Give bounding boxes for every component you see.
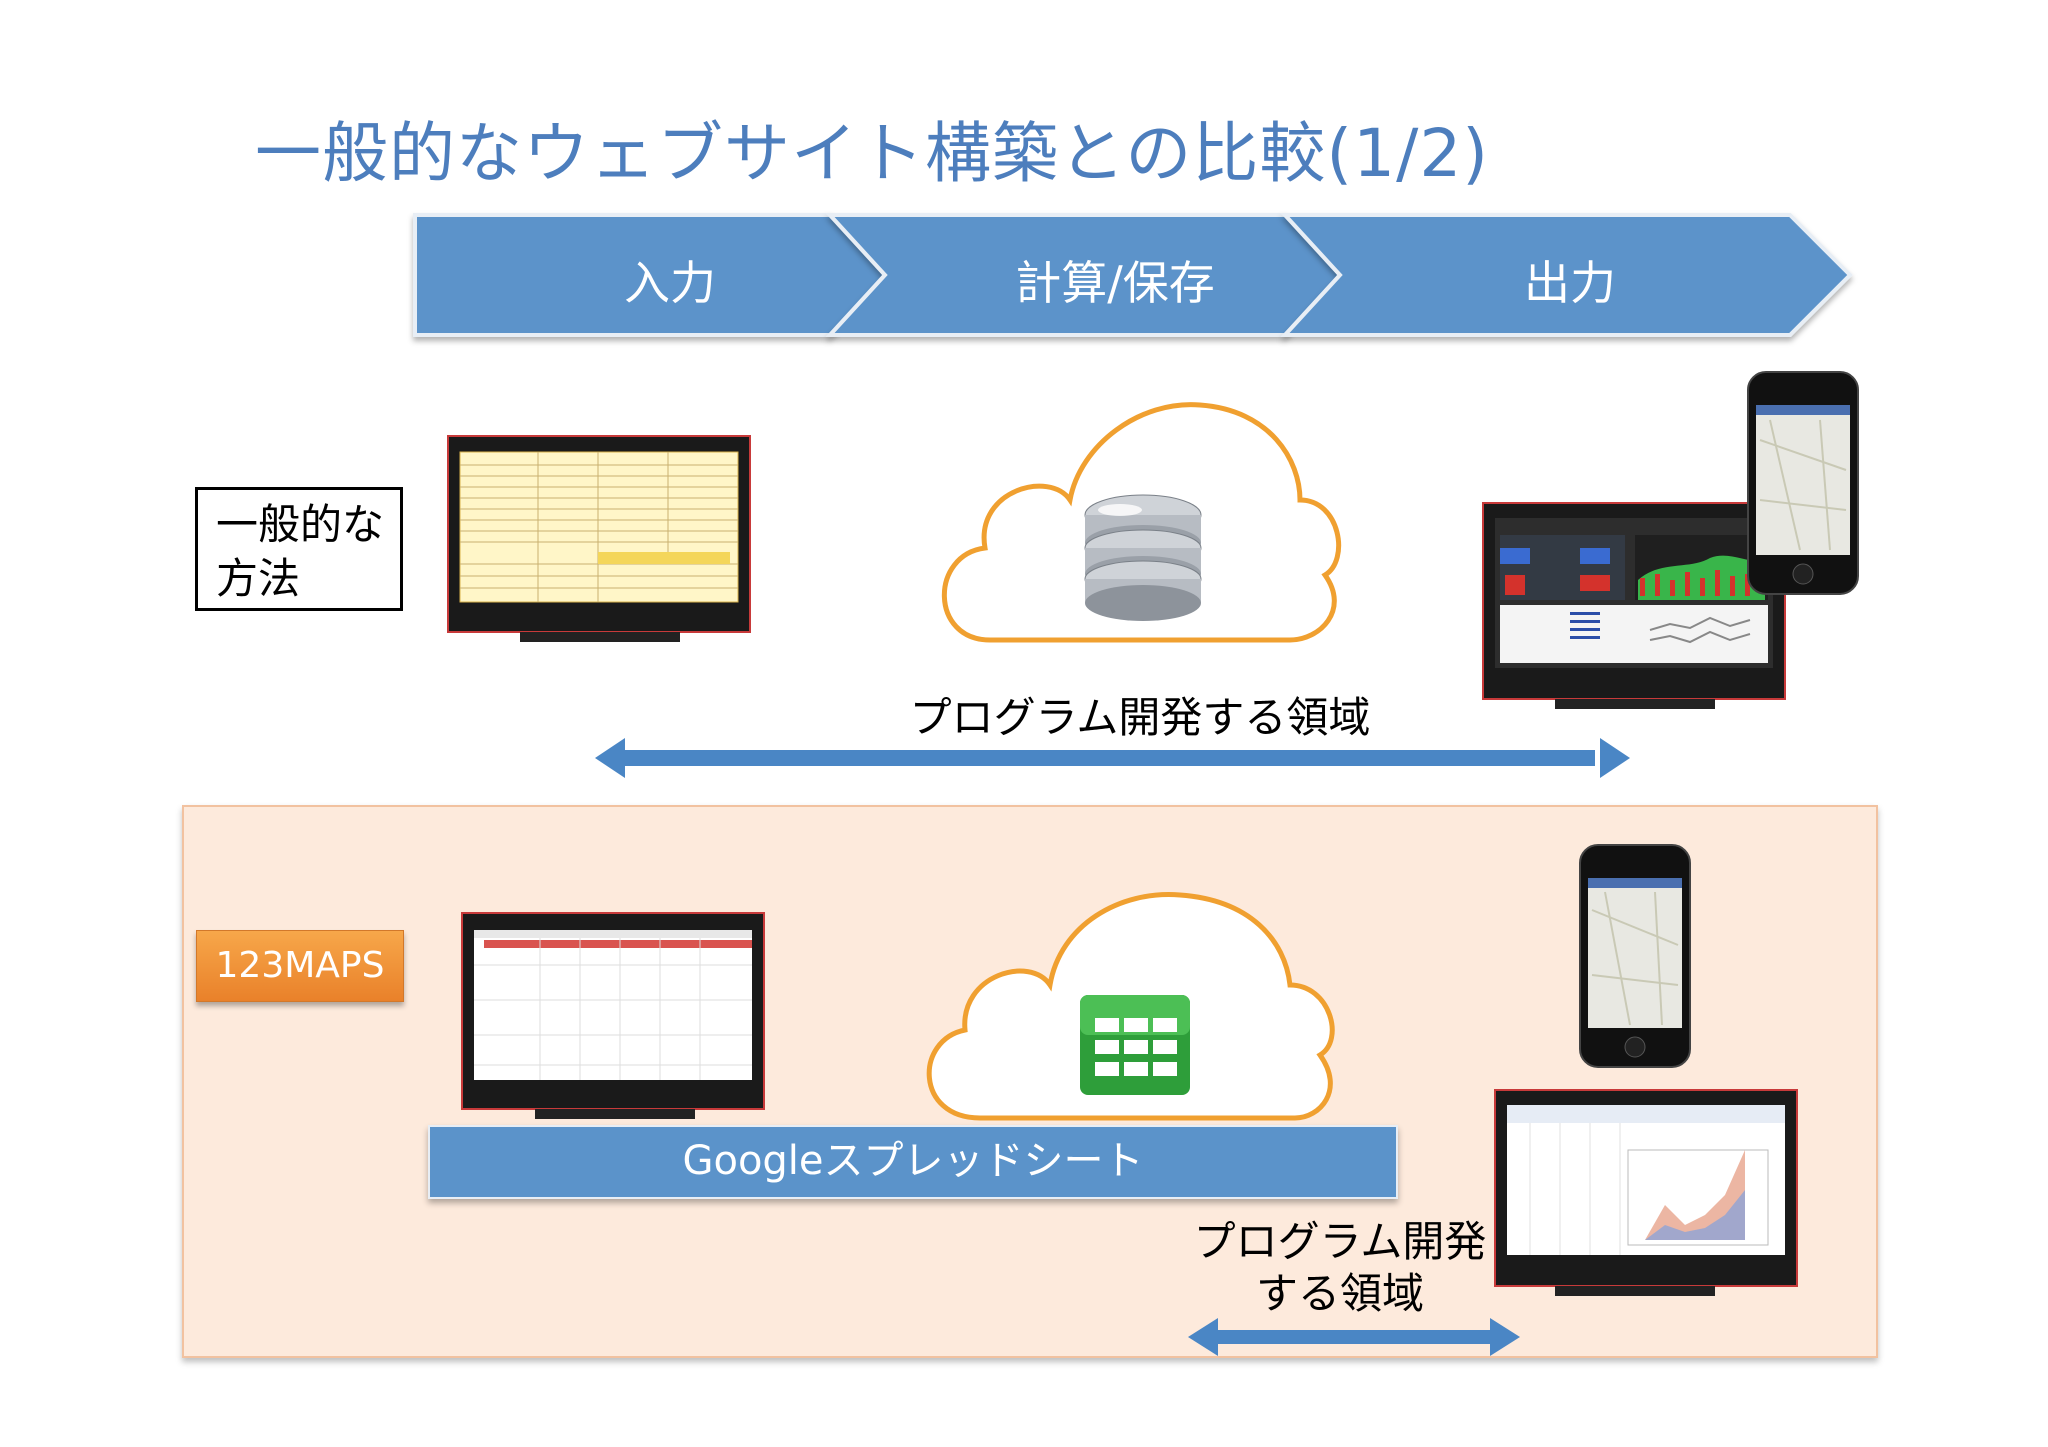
smartphone-icon	[1579, 844, 1691, 1068]
dev-area-label-maps-line2: する領域	[1255, 1269, 1424, 1318]
flow-step-calc: 計算/保存	[1015, 256, 1215, 310]
spreadsheet-icon	[1080, 995, 1190, 1095]
dev-area-label-maps-line1: プログラム開発	[1193, 1217, 1487, 1266]
smartphone-icon	[1747, 371, 1859, 595]
dev-area-arrow-general	[595, 738, 1630, 778]
flow-step-output-shape	[1280, 213, 1853, 337]
google-spreadsheet-bar: Googleスプレッドシート	[428, 1125, 1398, 1199]
page-title: 一般的なウェブサイト構築との比較(1/2)	[255, 115, 1490, 192]
input-monitor-icon	[461, 912, 765, 1119]
output-monitor-icon	[1494, 1089, 1798, 1296]
general-method-label-line2: 方法	[216, 554, 301, 603]
input-monitor-icon	[447, 435, 751, 642]
output-monitor-icon	[1482, 502, 1786, 709]
dev-area-arrow-maps	[1188, 1318, 1520, 1356]
general-method-label-line1: 一般的な	[216, 500, 385, 549]
flow-step-output: 出力	[1524, 256, 1616, 310]
database-icon	[1084, 494, 1202, 621]
dev-area-label-maps: プログラム開発 する領域	[1180, 1216, 1500, 1320]
maps-label: 123MAPS	[196, 930, 404, 1002]
flow-step-input: 入力	[624, 256, 716, 310]
general-method-label: 一般的な 方法	[195, 487, 403, 611]
dev-area-label-general: プログラム開発する領域	[909, 693, 1371, 742]
